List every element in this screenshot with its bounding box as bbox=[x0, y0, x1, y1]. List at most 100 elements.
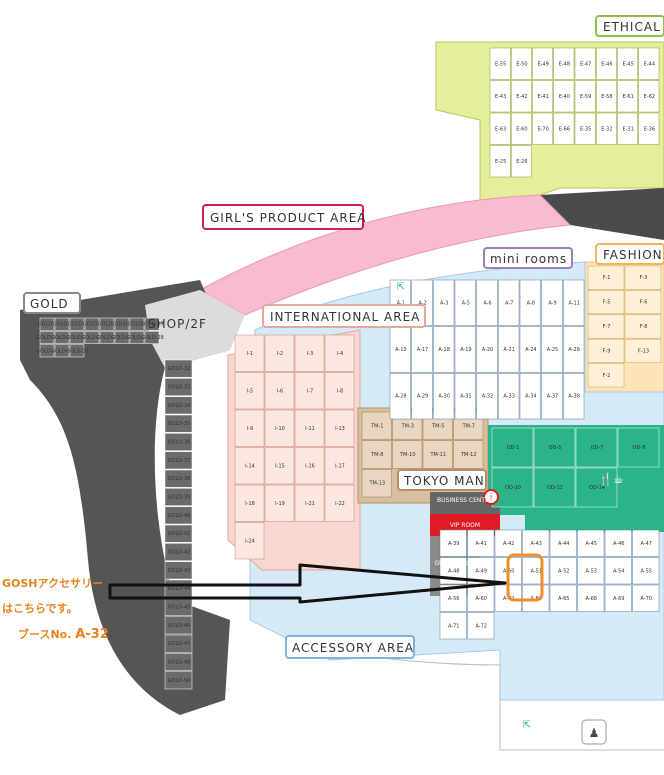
booth-a-41[interactable]: A-41 bbox=[467, 529, 495, 557]
booth-cell[interactable] bbox=[294, 372, 325, 410]
booth-cell[interactable] bbox=[498, 326, 520, 373]
booth-cell[interactable] bbox=[324, 334, 355, 372]
booth-cell[interactable] bbox=[532, 80, 553, 113]
booth-e-36[interactable]: E-36 bbox=[638, 112, 660, 145]
booth-cell[interactable] bbox=[264, 484, 295, 522]
booth-cell[interactable] bbox=[433, 326, 455, 373]
booth-e-47[interactable]: E-47 bbox=[574, 47, 596, 80]
booth-cell[interactable] bbox=[519, 279, 541, 326]
booth-tm-8[interactable]: TM-8 bbox=[361, 440, 392, 469]
booth-a-42[interactable]: A-42 bbox=[494, 529, 522, 557]
booth-cell[interactable] bbox=[234, 522, 265, 560]
booth-gold-7[interactable]: GOLD-7 bbox=[98, 317, 117, 331]
booth-cell[interactable] bbox=[164, 653, 193, 671]
booth-a-70[interactable]: A-70 bbox=[632, 584, 660, 612]
booth-gold-36[interactable]: GOLD-36 bbox=[164, 433, 193, 451]
booth-cell[interactable] bbox=[361, 469, 392, 498]
booth-gold-50[interactable]: GOLD-50 bbox=[164, 671, 193, 690]
booth-cell[interactable] bbox=[489, 112, 511, 145]
booth-i-22[interactable]: I-22 bbox=[324, 484, 355, 522]
booth-i-10[interactable]: I-10 bbox=[264, 409, 295, 447]
booth-cell[interactable] bbox=[541, 326, 563, 373]
booth-cell[interactable] bbox=[553, 80, 575, 113]
booth-cell[interactable] bbox=[549, 557, 577, 585]
booth-cell[interactable] bbox=[519, 373, 541, 420]
booth-a-44[interactable]: A-44 bbox=[549, 529, 577, 557]
booth-cell[interactable] bbox=[84, 317, 100, 331]
booth-cell[interactable] bbox=[511, 80, 532, 113]
booth-i-11[interactable]: I-11 bbox=[294, 409, 325, 447]
booth-f-13[interactable]: F-13 bbox=[624, 338, 662, 363]
booth-cell[interactable] bbox=[164, 543, 193, 561]
booth-cell[interactable] bbox=[498, 373, 520, 420]
booth-cell[interactable] bbox=[164, 671, 193, 690]
booth-e-43[interactable]: E-43 bbox=[489, 80, 511, 113]
booth-a-64[interactable]: A-64 bbox=[522, 584, 550, 612]
booth-cell[interactable] bbox=[164, 488, 193, 506]
booth-i-3[interactable]: I-3 bbox=[294, 334, 325, 372]
booth-cell[interactable] bbox=[632, 529, 660, 557]
booth-cell[interactable] bbox=[533, 427, 576, 468]
booth-gold-46[interactable]: GOLD-46 bbox=[164, 616, 193, 635]
booth-cell[interactable] bbox=[84, 331, 100, 344]
booth-cell[interactable] bbox=[532, 112, 553, 145]
booth-cell[interactable] bbox=[476, 279, 498, 326]
booth-e-48[interactable]: E-48 bbox=[553, 47, 575, 80]
booth-cell[interactable] bbox=[563, 279, 585, 326]
booth-cell[interactable] bbox=[361, 411, 392, 440]
booth-gold-41[interactable]: GOLD-41 bbox=[164, 524, 193, 543]
booth-i-7[interactable]: I-7 bbox=[294, 372, 325, 410]
booth-cell[interactable] bbox=[234, 409, 265, 447]
booth-cell[interactable] bbox=[575, 467, 618, 508]
booth-i-18[interactable]: I-18 bbox=[234, 484, 265, 522]
booth-cell[interactable] bbox=[491, 467, 534, 508]
booth-cell[interactable] bbox=[454, 373, 476, 420]
booth-od-7[interactable]: OD-7 bbox=[575, 427, 618, 468]
booth-gold-44[interactable]: GOLD-44 bbox=[164, 579, 193, 598]
booth-gold-32[interactable]: GOLD-32 bbox=[164, 359, 193, 378]
booth-i-21[interactable]: I-21 bbox=[294, 484, 325, 522]
booth-a-56[interactable]: A-56 bbox=[439, 584, 467, 612]
booth-cell[interactable] bbox=[604, 584, 632, 612]
booth-a-26[interactable]: A-26 bbox=[563, 326, 585, 373]
booth-cell[interactable] bbox=[439, 529, 467, 557]
booth-cell[interactable] bbox=[411, 373, 433, 420]
booth-e-44[interactable]: E-44 bbox=[638, 47, 660, 80]
booth-cell[interactable] bbox=[563, 373, 585, 420]
booth-cell[interactable] bbox=[604, 529, 632, 557]
booth-cell[interactable] bbox=[39, 331, 55, 344]
booth-cell[interactable] bbox=[164, 616, 193, 635]
booth-a-29[interactable]: A-29 bbox=[411, 373, 433, 420]
booth-a-33[interactable]: A-33 bbox=[498, 373, 520, 420]
booth-cell[interactable] bbox=[439, 612, 467, 640]
booth-od-8[interactable]: OD-8 bbox=[617, 427, 660, 468]
booth-cell[interactable] bbox=[234, 372, 265, 410]
booth-a-25[interactable]: A-25 bbox=[541, 326, 563, 373]
booth-cell[interactable] bbox=[575, 427, 618, 468]
booth-a-19[interactable]: A-19 bbox=[454, 326, 476, 373]
booth-cell[interactable] bbox=[638, 80, 660, 113]
booth-a-52[interactable]: A-52 bbox=[549, 557, 577, 585]
booth-cell[interactable] bbox=[553, 112, 575, 145]
booth-i-17[interactable]: I-17 bbox=[324, 447, 355, 485]
booth-a-34[interactable]: A-34 bbox=[519, 373, 541, 420]
booth-gold-31[interactable]: GOLD-31 bbox=[66, 344, 89, 358]
booth-a-24[interactable]: A-24 bbox=[519, 326, 541, 373]
booth-e-58[interactable]: E-58 bbox=[596, 80, 617, 113]
booth-cell[interactable] bbox=[164, 524, 193, 543]
booth-cell[interactable] bbox=[617, 112, 638, 145]
booth-cell[interactable] bbox=[164, 469, 193, 488]
booth-cell[interactable] bbox=[54, 344, 70, 358]
booth-cell[interactable] bbox=[389, 373, 411, 420]
booth-od-14[interactable]: OD-14 bbox=[575, 467, 618, 508]
booth-e-50[interactable]: E-50 bbox=[511, 47, 532, 80]
booth-gold-29[interactable]: GOLD-29 bbox=[36, 344, 59, 358]
booth-cell[interactable] bbox=[541, 373, 563, 420]
booth-cell[interactable] bbox=[439, 584, 467, 612]
booth-cell[interactable] bbox=[549, 584, 577, 612]
booth-a-30[interactable]: A-30 bbox=[433, 373, 455, 420]
booth-a-69[interactable]: A-69 bbox=[604, 584, 632, 612]
booth-cell[interactable] bbox=[617, 47, 638, 80]
booth-i-6[interactable]: I-6 bbox=[264, 372, 295, 410]
booth-cell[interactable] bbox=[511, 112, 532, 145]
